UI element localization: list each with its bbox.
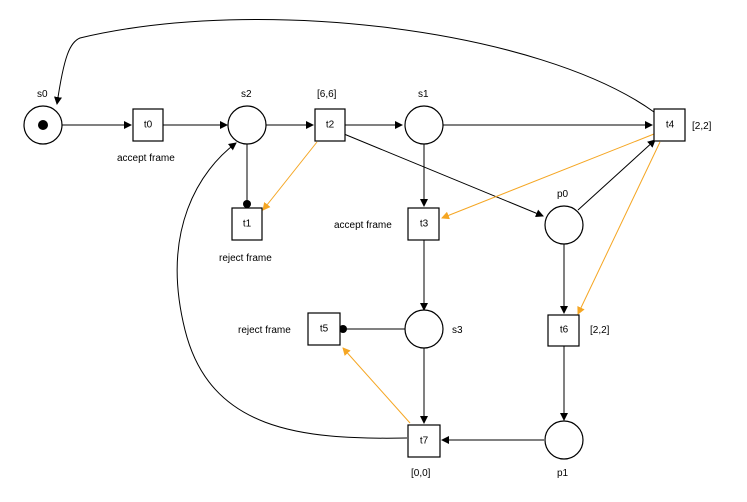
interval-label-t6: [2,2] <box>590 325 610 336</box>
place-label-s2: s2 <box>241 89 252 100</box>
transition-t7[interactable] <box>407 424 441 458</box>
place-s3[interactable] <box>404 309 444 349</box>
interval-label-t4: [2,2] <box>692 121 712 132</box>
arc-t4-s0 <box>54 19 655 113</box>
place-label-p0: p0 <box>557 189 569 200</box>
places <box>23 105 584 460</box>
arc-t2-p0 <box>343 133 544 218</box>
arc-t7-s2 <box>176 142 408 439</box>
transition-label-t7: t7 <box>420 436 429 447</box>
place-s1[interactable] <box>404 105 444 145</box>
place-label-s0: s0 <box>37 89 48 100</box>
token-s0 <box>38 120 48 130</box>
transition-t4[interactable] <box>653 108 686 142</box>
priority-arc-t2-t1 <box>262 141 318 211</box>
place-labels: s0 s2 s1 p0 s3 p1 <box>37 89 569 479</box>
priority-arc-t4-t6 <box>577 141 661 315</box>
transition-t1[interactable] <box>231 207 263 241</box>
inhibitor-head-t1 <box>243 200 251 208</box>
action-label-t5: reject frame <box>238 325 291 336</box>
priority-arc-t4-t3 <box>441 133 655 220</box>
action-label-t1: reject frame <box>219 253 272 264</box>
priority-arcs <box>262 133 661 424</box>
transition-label-t0: t0 <box>144 120 153 131</box>
action-label-t0: accept frame <box>117 153 175 164</box>
transition-t3[interactable] <box>407 207 440 241</box>
interval-label-t2: [6,6] <box>317 89 337 100</box>
transition-t0[interactable] <box>132 108 164 142</box>
place-label-p1: p1 <box>557 468 569 479</box>
place-s2[interactable] <box>227 105 267 145</box>
inhibitor-head-t5 <box>339 325 347 333</box>
place-label-s1: s1 <box>418 89 429 100</box>
arcs <box>54 19 656 444</box>
transition-t5[interactable] <box>307 312 341 346</box>
annotations: accept frame reject frame accept frame r… <box>117 89 712 479</box>
transition-t2[interactable] <box>314 108 346 142</box>
interval-label-t7: [0,0] <box>411 468 431 479</box>
place-label-s3: s3 <box>452 325 463 336</box>
transition-label-t3: t3 <box>420 219 429 230</box>
transition-label-t6: t6 <box>560 325 569 336</box>
priority-arc-t7-t5 <box>342 347 411 424</box>
transition-label-t1: t1 <box>243 219 252 230</box>
place-p0[interactable] <box>544 205 584 245</box>
transition-label-t4: t4 <box>666 120 675 131</box>
arc-p0-t4 <box>577 139 656 211</box>
transition-label-t2: t2 <box>326 120 335 131</box>
place-p1[interactable] <box>544 420 584 460</box>
transition-label-t5: t5 <box>320 324 329 335</box>
transition-labels: t0 t2 t1 t3 t4 t6 t5 t7 <box>144 120 675 447</box>
transition-t6[interactable] <box>547 314 580 347</box>
transitions <box>132 108 686 458</box>
action-label-t3: accept frame <box>334 220 392 231</box>
